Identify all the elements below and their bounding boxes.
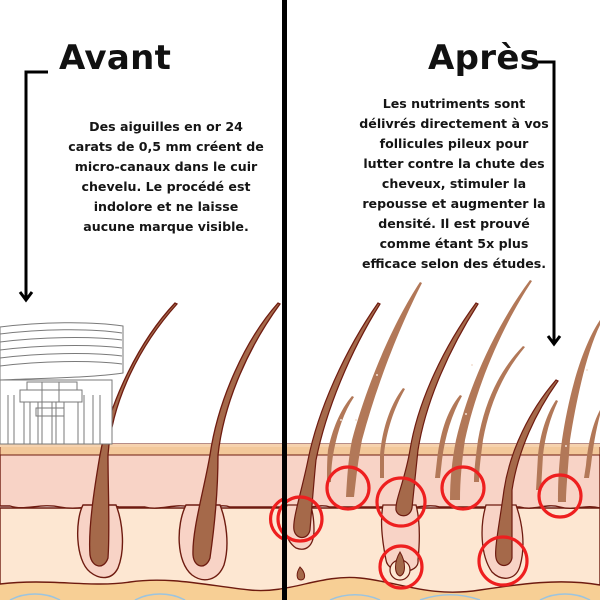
description-line: délivrés directement à vos xyxy=(359,116,549,131)
microneedle-roller xyxy=(0,322,124,445)
before-description: Des aiguilles en or 24 carats de 0,5 mm … xyxy=(63,117,269,237)
highlight-circle xyxy=(378,544,424,590)
description-line: cheveux, stimuler la xyxy=(381,176,527,191)
description-line: carats de 0,5 mm créent de xyxy=(68,139,264,154)
before-bracket xyxy=(18,70,48,303)
description-line: repousse et augmenter la xyxy=(362,196,546,211)
after-bracket xyxy=(537,60,562,347)
description-line: micro-canaux dans le cuir xyxy=(74,159,258,174)
center-divider xyxy=(282,0,287,600)
after-description: Les nutriments sont délivrés directement… xyxy=(345,94,563,274)
description-line: densité. Il est prouvé xyxy=(378,216,530,231)
description-line: comme étant 5x plus xyxy=(379,236,529,251)
arrow-down-icon xyxy=(18,291,34,303)
description-line: indolore et ne laisse xyxy=(93,199,239,214)
description-line: follicules pileux pour xyxy=(379,136,529,151)
highlight-circle xyxy=(440,465,486,511)
description-line: Des aiguilles en or 24 xyxy=(89,119,243,134)
highlight-circle xyxy=(325,465,371,511)
description-line: Les nutriments sont xyxy=(382,96,526,111)
highlight-circle xyxy=(477,535,529,587)
highlight-circle xyxy=(375,476,427,528)
arrow-down-icon xyxy=(546,335,562,347)
description-line: efficace selon des études. xyxy=(361,256,547,271)
dermis-layer xyxy=(0,507,600,593)
highlight-circle xyxy=(276,495,324,543)
new-hairs xyxy=(327,280,600,502)
highlight-circle xyxy=(537,473,583,519)
description-line: lutter contre la chute des xyxy=(363,156,545,171)
after-title: Après xyxy=(428,38,541,78)
before-title: Avant xyxy=(59,38,172,78)
description-line: aucune marque visible. xyxy=(83,219,249,234)
highlight-circles xyxy=(276,465,583,590)
description-line: chevelu. Le procédé est xyxy=(81,179,251,194)
